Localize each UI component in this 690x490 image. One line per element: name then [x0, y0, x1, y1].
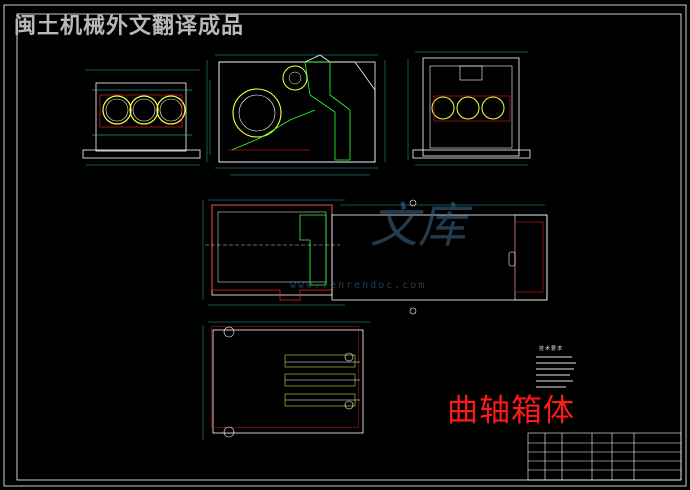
watermark-url: www.renrendoc.com	[290, 280, 427, 291]
right-end-view	[407, 51, 531, 166]
bottom-view	[202, 321, 370, 440]
inner-frame	[16, 13, 682, 481]
header-text: 闽土机械外文翻译成品	[14, 14, 245, 39]
left-end-view	[82, 69, 211, 166]
drawing-title: 曲轴箱体	[447, 393, 575, 429]
section-view	[202, 199, 345, 306]
title-block	[527, 432, 682, 481]
technical-notes-title: 技术要求	[539, 346, 564, 352]
front-view	[206, 54, 386, 176]
watermark-text: 文库	[370, 198, 467, 254]
technical-notes-lines	[536, 356, 576, 388]
top-view	[331, 199, 548, 315]
outer-frame	[3, 4, 687, 487]
